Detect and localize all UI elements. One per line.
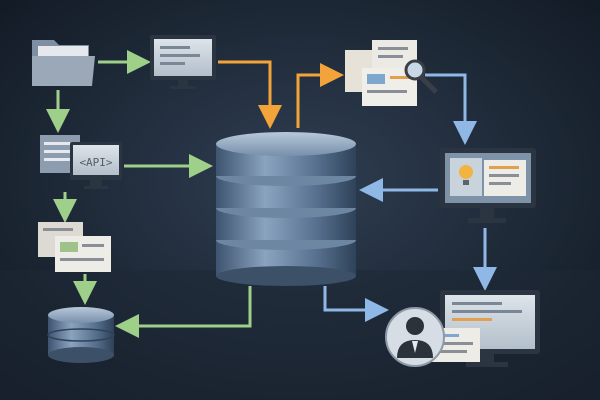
api-label: <API> <box>79 156 112 169</box>
api-monitor-icon: <API> <box>40 135 122 189</box>
arrow-database-to-documents <box>296 63 344 128</box>
arrow-database-to-user <box>323 286 389 322</box>
documents-magnifier-icon <box>345 40 438 106</box>
lightbulb-monitor-icon <box>440 148 536 223</box>
user-avatar-icon <box>385 307 445 367</box>
monitor-icon <box>150 35 216 89</box>
small-database-icon <box>47 307 115 363</box>
user-monitor-icon <box>432 290 540 367</box>
database-icon <box>216 132 356 286</box>
arrow-database-to-small-database <box>115 286 252 338</box>
arrow-documents-to-lightbulb <box>425 73 477 145</box>
arrow-monitor-to-database <box>218 60 282 129</box>
folder-icon <box>32 40 95 86</box>
documents-icon <box>38 222 111 272</box>
